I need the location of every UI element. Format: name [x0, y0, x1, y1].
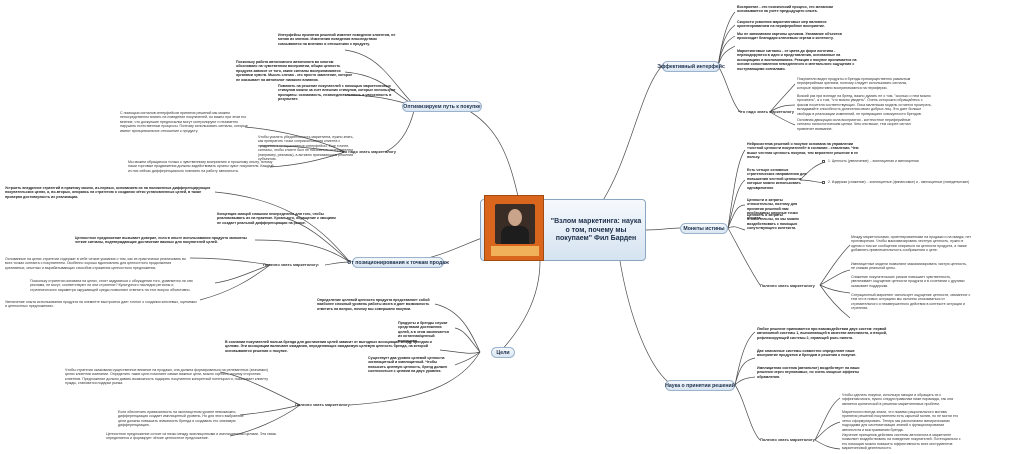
note-rm2: Имплицитные модели позволяют максимизиро… — [851, 262, 967, 271]
book-cover-image — [484, 195, 544, 261]
note-tr3: Мы не запоминаем картины целиком. Узнава… — [737, 32, 842, 41]
connector-science — [619, 260, 673, 386]
label-useful-lm[interactable]: Полезно знать маркетологу: — [263, 262, 320, 267]
branch-optimize-path[interactable]: Оптимизируем путь к покупке — [402, 101, 482, 112]
note-bl1: Определение целевой ценности продукта пр… — [317, 298, 430, 311]
note-ml3: Ценностное предложение вызывает доверие,… — [75, 236, 247, 245]
label-what-to-know-tr[interactable]: Что надо знать маркетологу — [738, 109, 794, 114]
note-br4: Чтобы сделать покупки, используя эмоции … — [842, 393, 954, 406]
note-ml4: Основанные на целях стратегии содержат в… — [5, 257, 186, 270]
label-useful-rm[interactable]: Полезно знать маркетологу — [760, 283, 815, 288]
connector-opt — [459, 105, 521, 206]
label-what-to-know-ml[interactable]: Что надо знать маркетологу — [340, 149, 396, 154]
branch-goals[interactable]: Цели — [491, 347, 515, 358]
note-rt4: Ценность и затраты относительны, но мы м… — [747, 213, 799, 231]
branch-positioning[interactable]: От позиционирования к точкам продаж — [347, 257, 449, 268]
note-bl2: Продукты и бренды служат средствами дост… — [398, 321, 449, 343]
note-bl5: Чтобы стратегия оказывала существенное в… — [65, 368, 269, 386]
note-rm1: Между маркетологами, ориентированными на… — [851, 235, 971, 253]
check-label-value: 1. Ценность (увеличение): - эксплицитная… — [828, 159, 919, 163]
note-ml2: Концепция эмоций слишком неопределена дл… — [217, 212, 336, 225]
label-useful-bl[interactable]: Полезно знать маркетологу — [295, 402, 350, 407]
checkbox-value[interactable] — [822, 160, 825, 163]
author-photo — [495, 204, 535, 244]
note-tr4: Маркетинговые сигналы - от цвета до форм… — [737, 49, 857, 71]
connector-goals — [499, 260, 541, 353]
note-rm3: Снижение покупательских рисков повышает … — [851, 275, 965, 288]
note-br6: Изучение принципов действия системы авто… — [842, 433, 961, 451]
note-ml1: Устроить внедрение стратегий в практику … — [5, 186, 211, 199]
note-bl6: Если обеспечить привязанность на эксплиц… — [118, 410, 244, 428]
note-bl4: Существует два уровня целевой ценности: … — [368, 356, 448, 374]
note-br5: Маркетологи всегда знали, что помимо рац… — [842, 410, 959, 432]
central-topic[interactable]: "Взлом маркетинга: наука о том, почему м… — [480, 195, 646, 261]
note-tr6: Всякий раз при взгляде на бренд, важно д… — [797, 94, 932, 116]
note-bl3: В сознании покупателей польза бренда для… — [225, 340, 432, 353]
book-strip — [491, 246, 539, 256]
author-head — [508, 209, 522, 226]
note-tr2: Скорости усвоения маркетинговых мер явля… — [737, 20, 827, 29]
note-rt2: Есть четыре основных стратегических напр… — [747, 168, 807, 190]
connector-eff — [599, 65, 663, 206]
note-tl2: Поскольку работа автономного автопилота … — [236, 60, 353, 82]
note-tl6: Мы можем обращаться только к чувственном… — [128, 160, 274, 173]
branch-decision-science[interactable]: Наука о принятии решений — [665, 380, 735, 391]
note-tl1: Интерфейсы принятия решений изменят пове… — [278, 33, 396, 46]
note-tl5: Чтобы усилить убедительность маркетинга,… — [258, 135, 354, 162]
note-tl3: Повлиять на решение покупателей с помощь… — [278, 84, 396, 102]
note-rt1: Нейросистема решений о покупке основана … — [747, 142, 859, 160]
note-tr5: Покупатели видят продукты и бренды преим… — [797, 77, 911, 90]
note-rm4: Ситуационный маркетинг использует ощущен… — [851, 293, 971, 311]
branch-effective-interface[interactable]: Эффективный интерфейс — [657, 61, 725, 72]
branch-implicit[interactable]: Монеты истины — [680, 223, 728, 234]
note-tr7: Основная движущая сила восприятия - конт… — [797, 118, 911, 131]
note-br2: Две описанные системы совместно определя… — [757, 349, 857, 358]
label-useful-br[interactable]: Полезно знать маркетологу — [760, 437, 815, 442]
note-bl7: Ценностное предложение сотоит из низко м… — [106, 432, 277, 441]
note-tr1: Восприятие - это психический процесс, ег… — [737, 5, 833, 14]
note-rt3: Ценности и затраты относительны, поэтому… — [747, 198, 798, 220]
check-label-costs: 2. Издержки (снижение): - эксплицитные (… — [828, 180, 970, 184]
note-br3: Имплицитная система (автопилот) воздейст… — [757, 366, 860, 379]
note-tl4: С помощью сигналов интерфейсов принятия … — [120, 111, 248, 133]
note-br1: Любое решение принимается при взаимодейс… — [757, 327, 887, 340]
note-ml5: Поскольку стратегия основана на целях, с… — [30, 279, 193, 292]
checkbox-costs[interactable] — [822, 181, 825, 184]
author-body — [501, 226, 529, 244]
central-topic-title: "Взлом маркетинга: наука о том, почему м… — [550, 218, 642, 243]
connector-implicit — [645, 227, 681, 231]
note-ml6: Увеличение опыта использования продукта … — [5, 300, 197, 309]
